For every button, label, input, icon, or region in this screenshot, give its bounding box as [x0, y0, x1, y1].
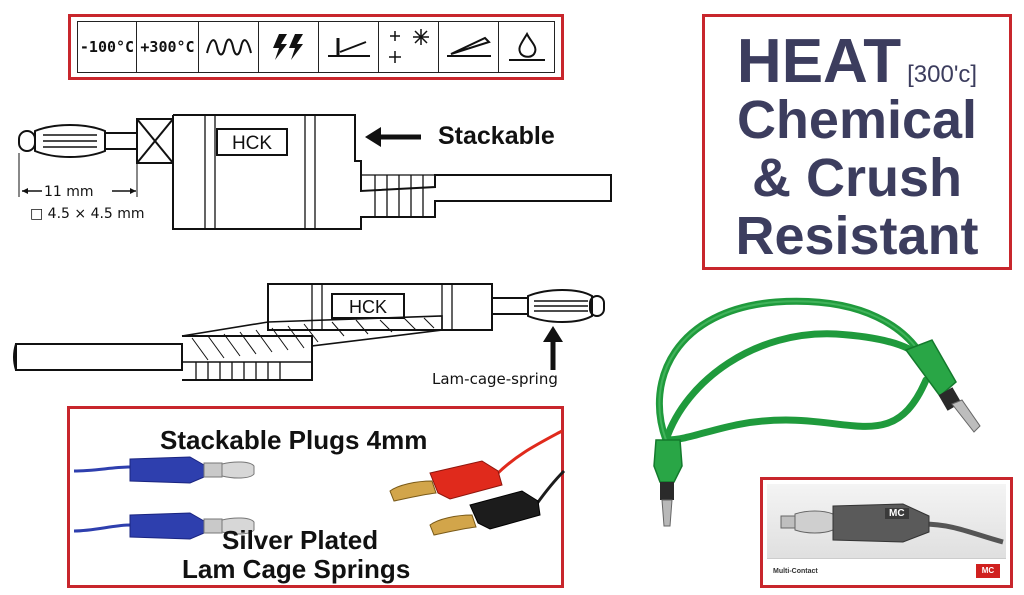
- grey-plug-image: [780, 503, 1004, 545]
- lam-cage-springs-label: Lam Cage Springs: [182, 554, 411, 584]
- lam-cage-spring-label: Lam-cage-spring: [432, 370, 558, 388]
- cold-snowflake-icon: [378, 22, 438, 72]
- symbol-strip: -100°C +300°C: [68, 14, 564, 80]
- dimension-arrows: [22, 188, 136, 194]
- high-temp-symbol: +300°C: [136, 22, 198, 72]
- top-plug-drawing: HCK: [18, 114, 612, 230]
- spring-arrow-icon: [543, 326, 563, 370]
- top-brand-label: HCK: [232, 133, 272, 154]
- blue-plugs-image: [73, 456, 255, 540]
- heat-heading: HEAT: [736, 27, 902, 96]
- flame-torch-icon: [318, 22, 378, 72]
- plugs-title: Stackable Plugs 4mm: [160, 425, 428, 455]
- bottom-plug-drawing: HCK: [13, 283, 605, 381]
- bottom-brand-label: HCK: [349, 297, 387, 317]
- mc-plug-label: MC: [885, 508, 909, 519]
- green-test-lead-image: [653, 297, 981, 527]
- stackable-label: Stackable: [438, 122, 555, 150]
- length-dimension: 11 mm: [44, 184, 94, 200]
- chemical-line: Chemical: [736, 90, 978, 150]
- mc-logo: MC: [976, 564, 1000, 578]
- resistant-line: Resistant: [735, 206, 979, 266]
- low-temp-symbol: -100°C: [79, 38, 135, 56]
- heat-resistant-box: HEAT[300'c] Chemical & Crush Resistant: [702, 14, 1012, 270]
- heat-temp-note: [300'c]: [907, 61, 978, 88]
- multi-contact-box: MC Multi-Contact MC: [760, 477, 1013, 588]
- crush-line: & Crush: [751, 148, 962, 208]
- multi-contact-brand: Multi-Contact: [773, 568, 818, 575]
- silver-plated-label: Silver Plated: [222, 525, 379, 555]
- lightning-icon: [258, 22, 318, 72]
- square-dimension: □ 4.5 × 4.5 mm: [30, 206, 145, 222]
- stackable-plugs-box: Stackable Plugs 4mm Silver Plated Lam Ca…: [67, 406, 566, 588]
- flex-coil-icon: [198, 22, 258, 72]
- drop-chemical-icon: [498, 22, 554, 72]
- red-black-plugs-image: [389, 429, 566, 536]
- stackable-arrow-icon: [365, 127, 421, 147]
- blade-cut-icon: [438, 22, 498, 72]
